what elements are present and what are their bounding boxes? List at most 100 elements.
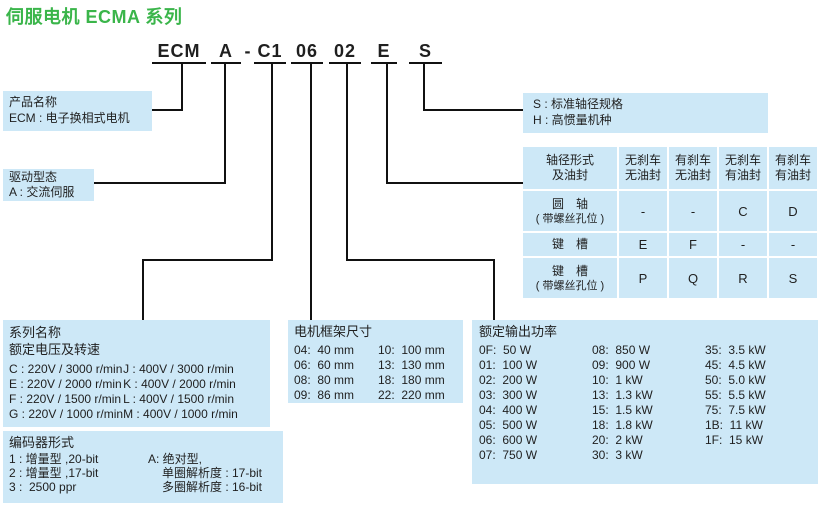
col-header-no-brake-no-seal: 无刹车 无油封	[619, 147, 667, 189]
shaft-spec-line1: S : 标准轴径规格	[533, 97, 624, 111]
code-segment-shaft: E	[371, 42, 397, 64]
encoder-box-title: 编码器形式	[9, 435, 75, 450]
power-entry: 04: 400 W	[479, 403, 538, 417]
table-cell: Q	[669, 258, 717, 298]
connector-spec-h	[423, 109, 523, 111]
power-entry: 01: 100 W	[479, 358, 538, 372]
product-name-desc: ECM : 电子换相式电机	[9, 111, 130, 125]
table-corner-header: 轴径形式 及油封	[523, 147, 617, 189]
power-entry: 02: 200 W	[479, 373, 538, 387]
series-entry: M : 400V / 1000 r/min	[123, 407, 238, 421]
drive-type-label: 驱动型态	[9, 170, 58, 184]
drive-type-desc: A : 交流伺服	[9, 185, 75, 199]
power-entry: 1F: 15 kW	[705, 433, 764, 447]
col-header-brake-seal: 有刹车 有油封	[769, 147, 817, 189]
series-entry: L : 400V / 1500 r/min	[123, 392, 235, 406]
power-entry: 45: 4.5 kW	[705, 358, 766, 372]
connector-series-v1	[271, 64, 273, 261]
connector-ecm-v	[181, 64, 183, 111]
code-segment-spec: S	[409, 42, 442, 64]
series-entry: K : 400V / 2000 r/min	[123, 377, 236, 391]
series-box-subtitle: 额定电压及转速	[9, 342, 101, 357]
frame-entry: 10: 100 mm	[378, 343, 445, 357]
power-box-title: 额定输出功率	[479, 324, 558, 339]
series-box-title: 系列名称	[9, 325, 62, 340]
table-cell: -	[619, 191, 667, 231]
power-entry: 13: 1.3 kW	[592, 388, 653, 402]
shaft-spec-line2: H : 高惯量机种	[533, 113, 612, 127]
connector-drive-v	[224, 64, 226, 184]
frame-entry: 09: 86 mm	[294, 388, 355, 402]
shaft-spec-box: S : 标准轴径规格 H : 高惯量机种	[523, 93, 768, 133]
power-entry: 75: 7.5 kW	[705, 403, 766, 417]
frame-entry: 04: 40 mm	[294, 343, 355, 357]
connector-power-h	[346, 259, 495, 261]
encoder-entry: 1 : 增量型 ,20-bit	[9, 452, 99, 466]
encoder-entry: 单圈解析度 : 17-bit	[162, 466, 263, 480]
frame-entry: 13: 130 mm	[378, 358, 445, 372]
product-name-label: 产品名称	[9, 95, 58, 109]
frame-entry: 18: 180 mm	[378, 373, 445, 387]
frame-box-title: 电机框架尺寸	[294, 324, 373, 339]
drive-type-box: 驱动型态 A : 交流伺服	[3, 169, 94, 201]
encoder-entry: 多圈解析度 : 16-bit	[162, 480, 263, 494]
connector-spec-v	[423, 64, 425, 111]
code-segment-frame: 06	[291, 42, 323, 64]
power-entry: 03: 300 W	[479, 388, 538, 402]
code-segment-ecm: ECM	[152, 42, 206, 64]
code-segment-power: 02	[329, 42, 361, 64]
encoder-entry: 2 : 增量型 ,17-bit	[9, 466, 99, 480]
row-label-round-shaft: 圆 轴 ( 带螺丝孔位 )	[523, 191, 617, 231]
connector-power-v2	[493, 259, 495, 320]
row-label-keyway-screw: 键 槽 ( 带螺丝孔位 )	[523, 258, 617, 298]
series-entry: F : 220V / 1500 r/min	[9, 392, 122, 406]
power-entry: 50: 5.0 kW	[705, 373, 766, 387]
series-entry: G : 220V / 1000 r/min	[9, 407, 124, 421]
code-segment-drive: A	[211, 42, 241, 64]
power-entry: 30: 3 kW	[592, 448, 643, 462]
row-label-keyway: 键 槽	[523, 233, 617, 256]
connector-shaft-h	[386, 182, 523, 184]
product-name-box: 产品名称 ECM : 电子换相式电机	[3, 91, 152, 131]
corner-line1: 轴径形式	[545, 153, 594, 167]
power-entry: 07: 750 W	[479, 448, 538, 462]
table-cell: R	[719, 258, 767, 298]
table-cell: -	[669, 191, 717, 231]
series-entry: E : 220V / 2000 r/min	[9, 377, 122, 391]
encoder-entry: 3 : 2500 ppr	[9, 480, 77, 494]
connector-ecm-h	[152, 109, 183, 111]
table-cell: C	[719, 191, 767, 231]
corner-line2: 及油封	[551, 168, 588, 182]
col-header-no-brake-seal: 无刹车 有油封	[719, 147, 767, 189]
code-segment-series: C1	[254, 42, 286, 64]
table-cell: -	[719, 233, 767, 256]
power-entry: 10: 1 kW	[592, 373, 643, 387]
connector-shaft-v	[386, 64, 388, 184]
table-cell: -	[769, 233, 817, 256]
power-entry: 05: 500 W	[479, 418, 538, 432]
power-entry: 1B: 11 kW	[705, 418, 763, 432]
series-entry: C : 220V / 3000 r/min	[9, 362, 123, 376]
shaft-oil-seal-table: 轴径形式 及油封 无刹车 无油封 有刹车 无油封 无刹车 有油封 有刹车 有油封…	[523, 147, 817, 298]
frame-entry: 08: 80 mm	[294, 373, 355, 387]
connector-frame-v	[310, 64, 312, 320]
table-cell: P	[619, 258, 667, 298]
power-entry: 15: 1.5 kW	[592, 403, 653, 417]
connector-power-v1	[346, 64, 348, 261]
connector-series-h	[142, 259, 273, 261]
table-cell: D	[769, 191, 817, 231]
